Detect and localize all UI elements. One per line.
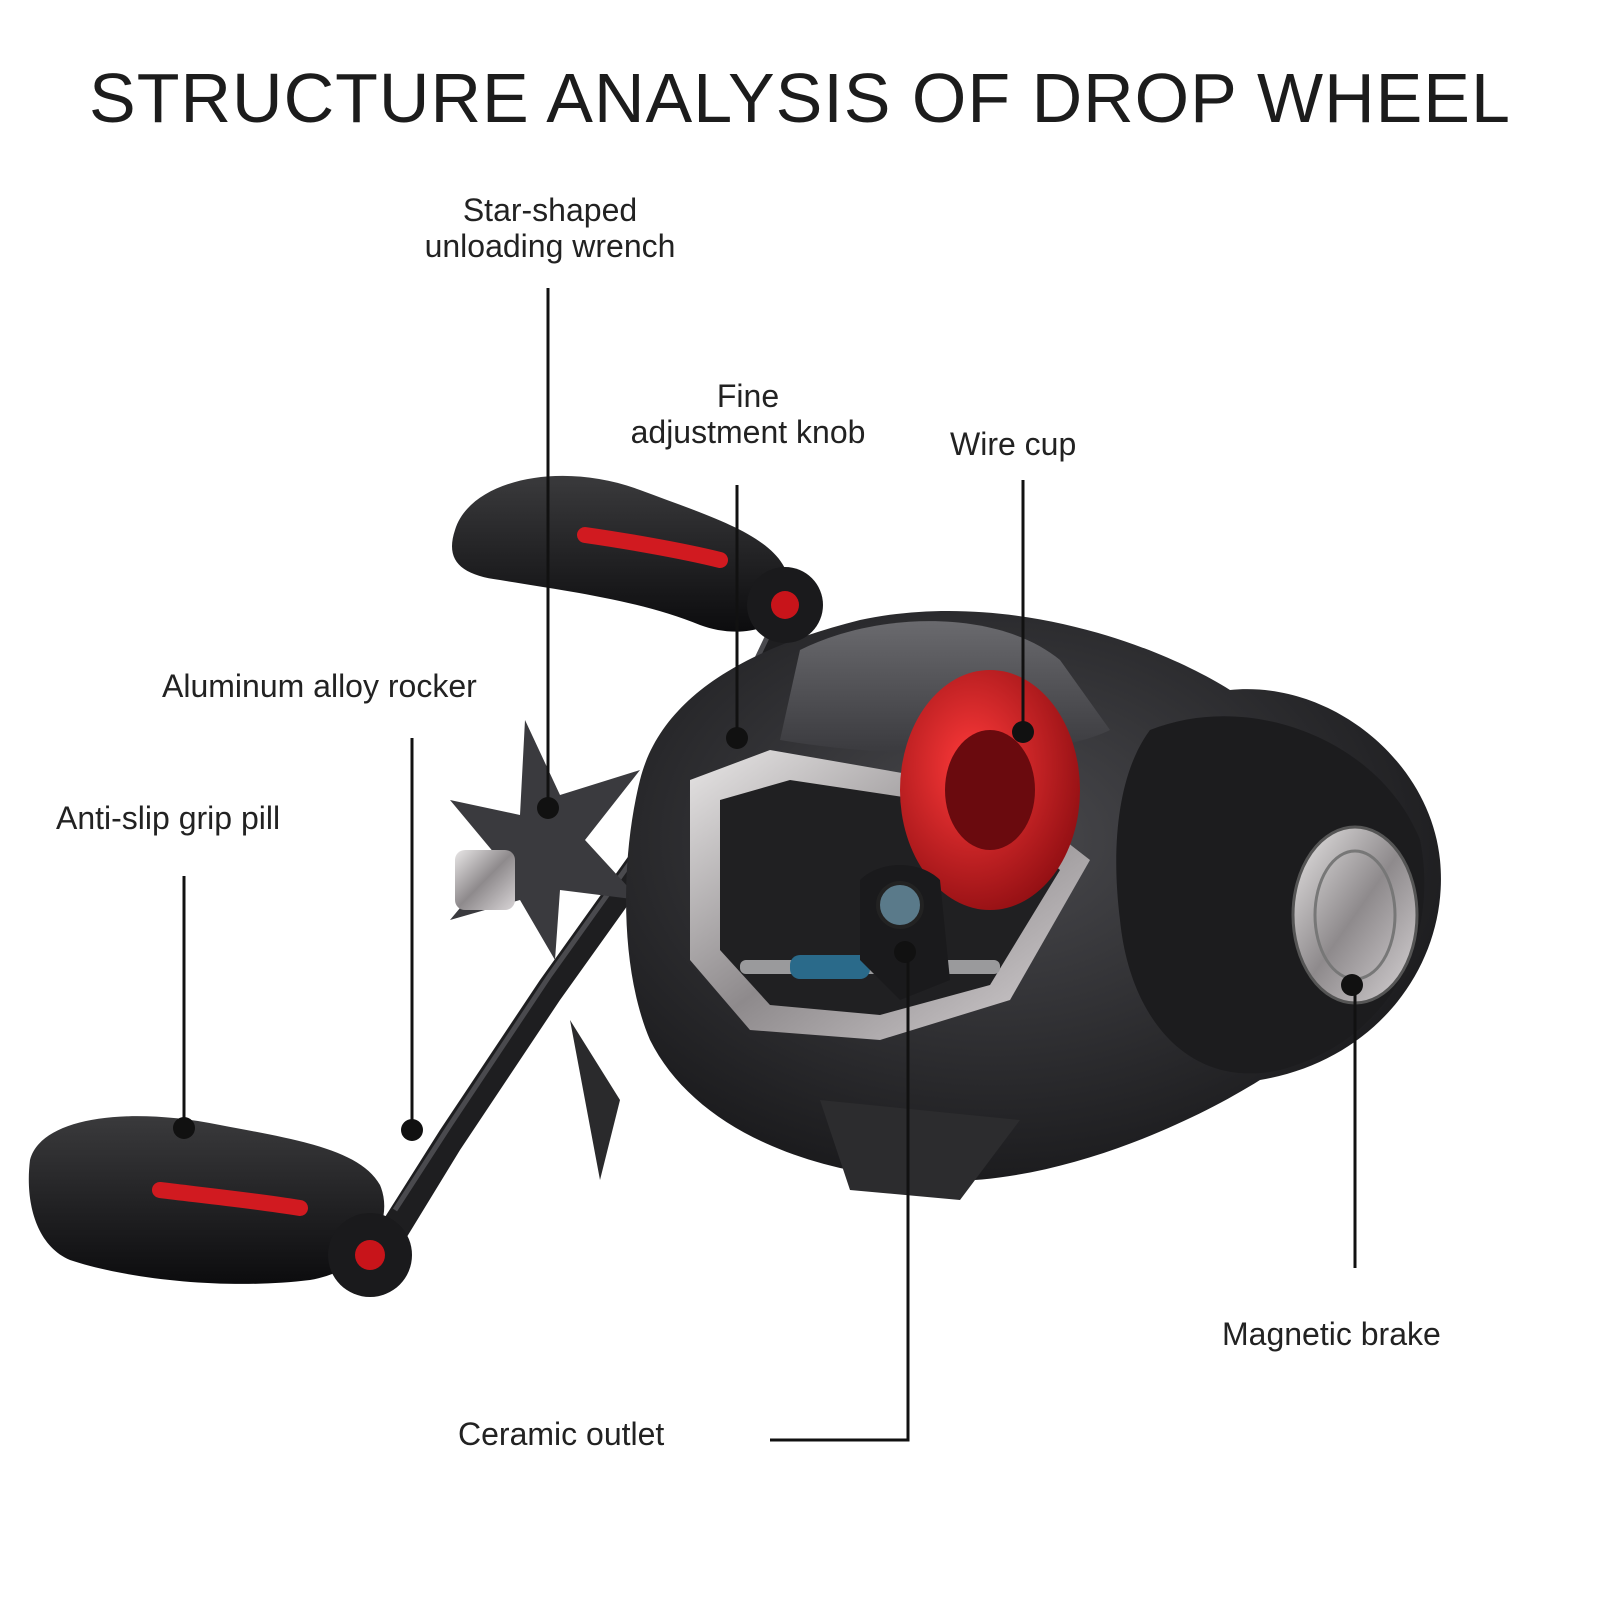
handle-knob-top: [452, 475, 823, 643]
handle-knob-bottom: [28, 1116, 412, 1297]
label-magnetic-brake: Magnetic brake: [1222, 1316, 1441, 1352]
leader-dots: [173, 721, 1363, 1141]
label-fine-knob: Fine adjustment knob: [630, 378, 866, 450]
leader-lines: [182, 288, 1357, 1442]
leader-ceramic-outlet: [770, 950, 910, 1442]
label-ceramic-outlet: Ceramic outlet: [458, 1416, 665, 1452]
page-title: STRUCTURE ANALYSIS OF DROP WHEEL: [89, 59, 1511, 137]
star-drag: [450, 720, 640, 1180]
label-grip: Anti-slip grip pill: [56, 800, 281, 836]
label-rocker: Aluminum alloy rocker: [162, 668, 477, 704]
label-wire-cup: Wire cup: [950, 426, 1077, 462]
label-star-wrench: Star-shaped unloading wrench: [424, 192, 676, 264]
reel-body: [626, 610, 1441, 1200]
